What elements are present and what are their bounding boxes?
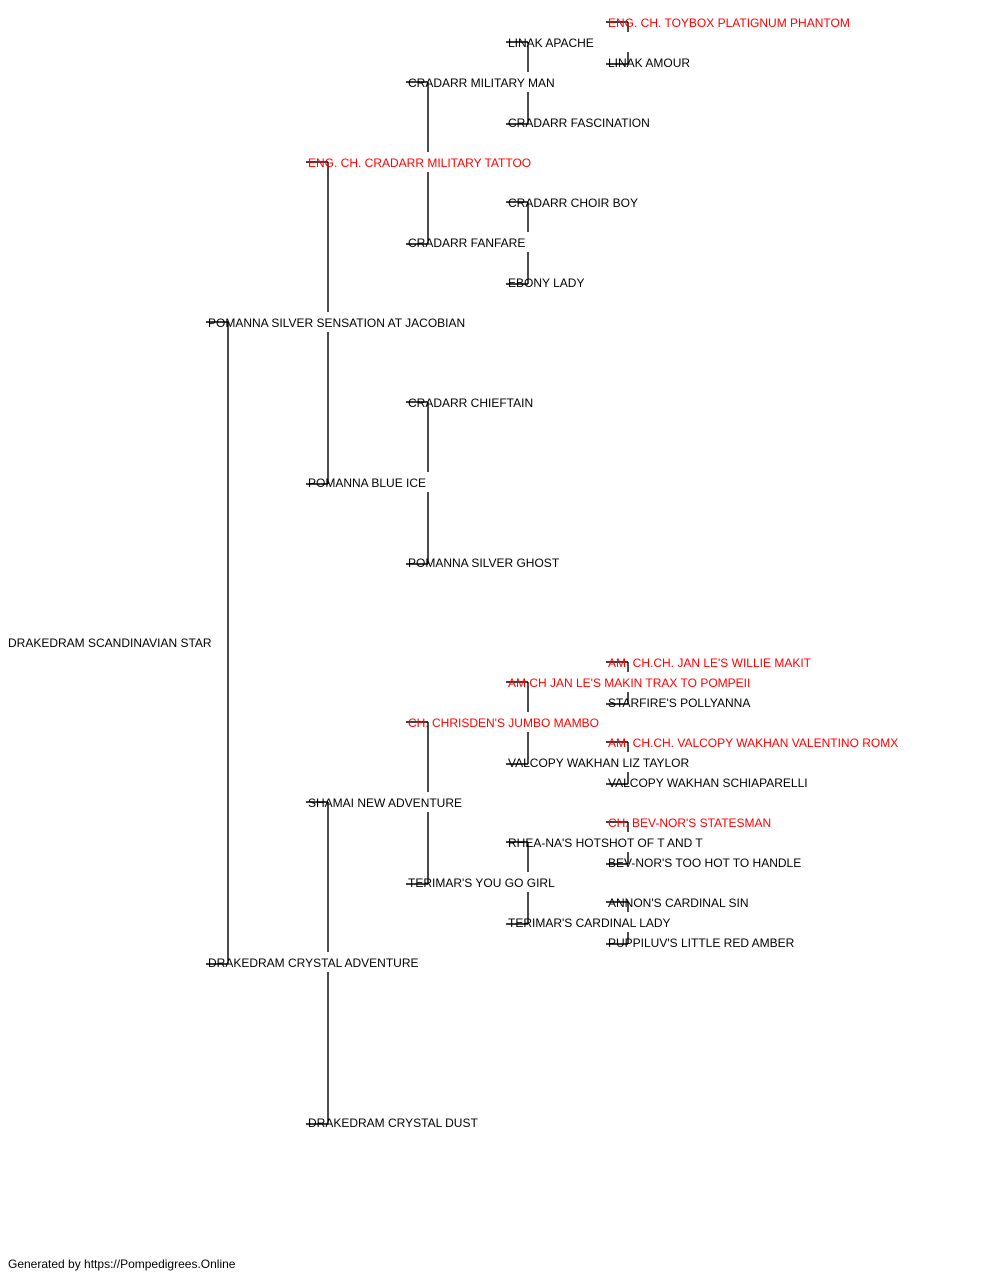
dam-name-gen2: DRAKEDRAM CRYSTAL DUST: [308, 1116, 478, 1130]
dam-name-gen1: DRAKEDRAM CRYSTAL ADVENTURE: [208, 956, 419, 970]
sire-name-gen3: CH. CHRISDEN'S JUMBO MAMBO: [408, 716, 599, 730]
sire-name-gen5: ENG. CH. TOYBOX PLATIGNUM PHANTOM: [608, 16, 850, 30]
sire-name-gen2: ENG. CH. CRADARR MILITARY TATTOO: [308, 156, 532, 170]
dam-name-gen4: VALCOPY WAKHAN LIZ TAYLOR: [508, 756, 690, 770]
sire-name-gen5: CH. BEV-NOR'S STATESMAN: [608, 816, 772, 830]
dam-name-gen2: POMANNA BLUE ICE: [308, 476, 427, 490]
dam-name-gen5: LINAK AMOUR: [608, 56, 691, 70]
sire-name-gen3: CRADARR MILITARY MAN: [408, 76, 555, 90]
dam-name-gen5: VALCOPY WAKHAN SCHIAPARELLI: [608, 776, 808, 790]
sire-name-gen4: RHEA-NA'S HOTSHOT OF T AND T: [508, 836, 703, 850]
dam-name-gen5: STARFIRE'S POLLYANNA: [608, 696, 751, 710]
sire-name-gen4: CRADARR CHOIR BOY: [508, 196, 639, 210]
dam-name-gen3: CRADARR FANFARE: [408, 236, 526, 250]
dam-name-gen3: POMANNA SILVER GHOST: [408, 556, 560, 570]
sire-name-gen4: AM CH JAN LE'S MAKIN TRAX TO POMPEII: [508, 676, 751, 690]
sire-name-gen5: ANNON'S CARDINAL SIN: [608, 896, 749, 910]
dam-name-gen3: TERIMAR'S YOU GO GIRL: [408, 876, 555, 890]
dam-name-gen4: EBONY LADY: [508, 276, 585, 290]
sire-name-gen3: CRADARR CHIEFTAIN: [408, 396, 534, 410]
subject-dog-name: DRAKEDRAM SCANDINAVIAN STAR: [8, 636, 212, 650]
footer-credit: Generated by https://Pompedigrees.Online: [8, 1257, 236, 1271]
dam-name-gen5: PUPPILUV'S LITTLE RED AMBER: [608, 936, 795, 950]
sire-name-gen4: LINAK APACHE: [508, 36, 594, 50]
sire-name-gen5: AM. CH.CH. JAN LE'S WILLIE MAKIT: [608, 656, 811, 670]
dam-name-gen5: BEV-NOR'S TOO HOT TO HANDLE: [608, 856, 802, 870]
sire-name-gen5: AM. CH.CH. VALCOPY WAKHAN VALENTINO ROMX: [608, 736, 899, 750]
dam-name-gen4: CRADARR FASCINATION: [508, 116, 650, 130]
dam-name-gen4: TERIMAR'S CARDINAL LADY: [508, 916, 671, 930]
sire-name-gen2: SHAMAI NEW ADVENTURE: [308, 796, 463, 810]
sire-name-gen1: POMANNA SILVER SENSATION AT JACOBIAN: [208, 316, 466, 330]
